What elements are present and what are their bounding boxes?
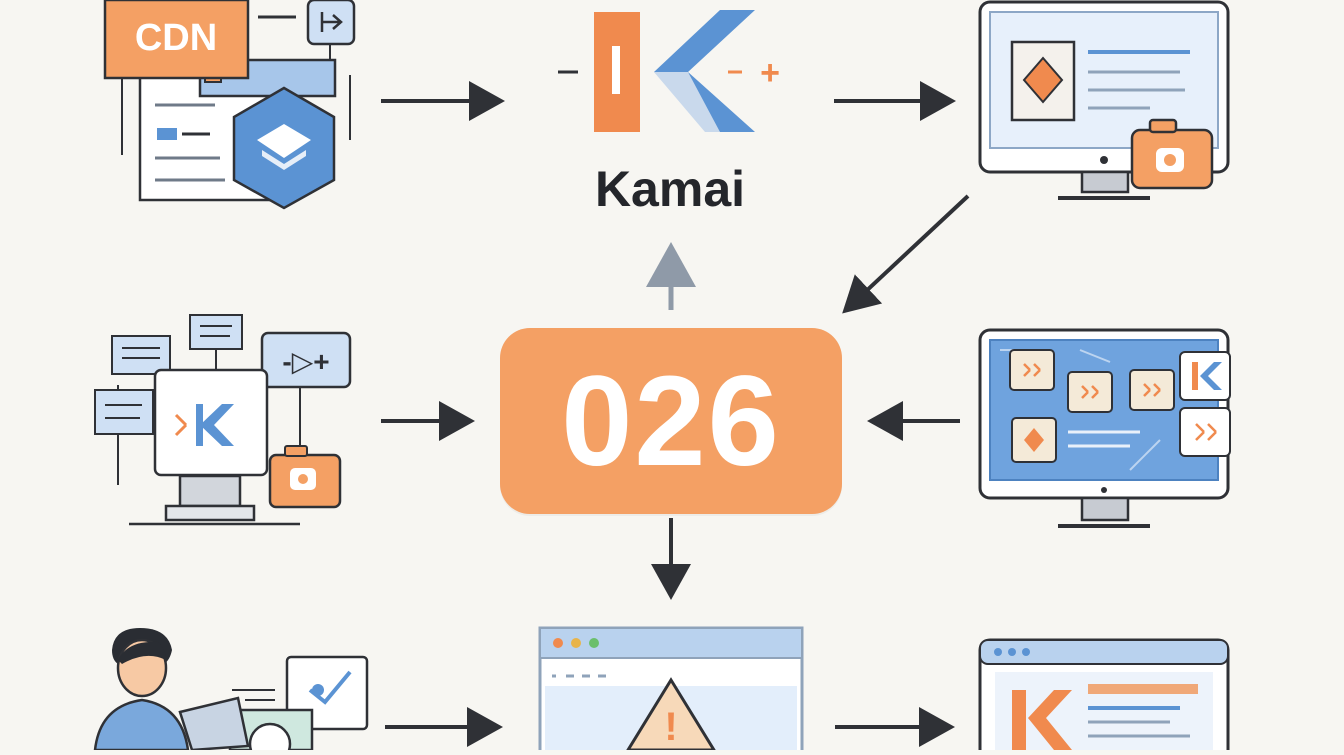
warning-mark: !	[664, 705, 677, 749]
device-network-icon	[94, 314, 352, 526]
play-label: -▷+	[282, 346, 329, 377]
center-label: 026	[561, 349, 781, 493]
monitor-grid-icon	[978, 328, 1231, 528]
brand-name: Kamai	[594, 161, 746, 217]
cdn-badge-label: CDN	[135, 17, 217, 59]
cdn-document-icon	[103, 0, 356, 210]
person-tablet-icon	[93, 628, 369, 755]
kamai-logo-icon	[558, 10, 755, 132]
arrow-monitor-to-center	[842, 194, 970, 314]
center-badge	[500, 328, 842, 514]
plus-sign: +	[760, 54, 780, 92]
monitor-camera-icon	[978, 0, 1230, 200]
browser-warning-icon	[538, 626, 804, 755]
monitor-logo-icon	[978, 638, 1230, 755]
